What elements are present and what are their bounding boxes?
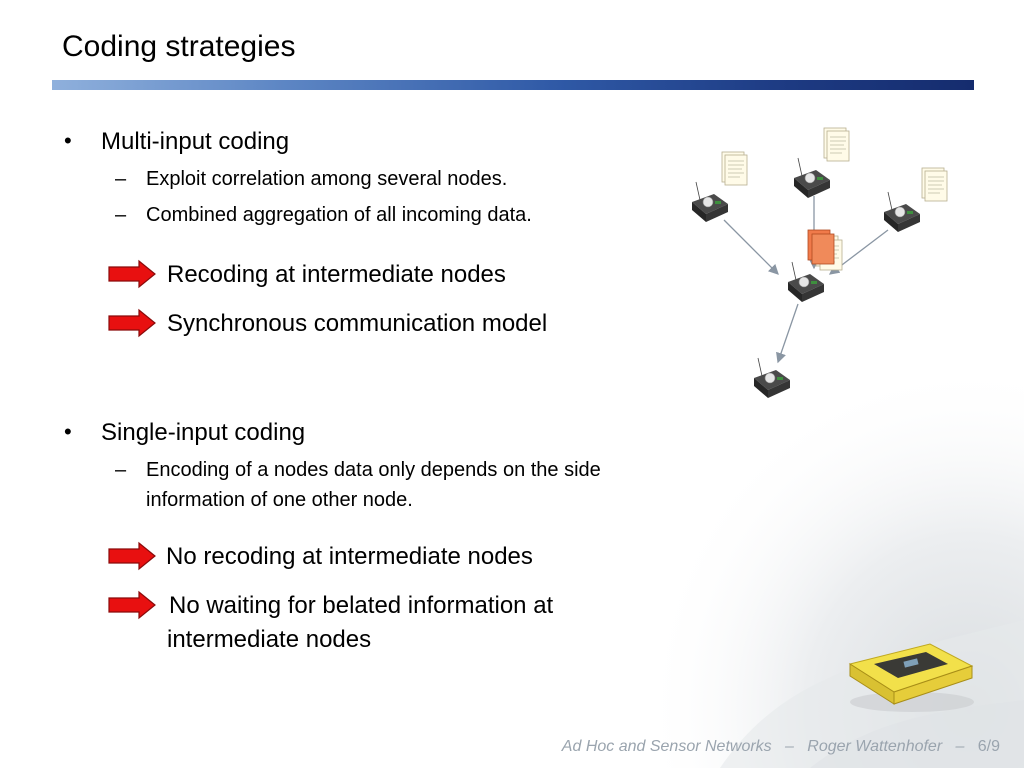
arrow-item: No waiting for belated information at: [169, 592, 554, 619]
red-arrow-icon: [108, 308, 156, 338]
document-icon: [823, 127, 850, 162]
dash: –: [115, 204, 127, 226]
document-icon: [807, 229, 843, 271]
sub-item-continued: information of one other node.: [146, 489, 413, 511]
sensor-node-icon: [691, 181, 729, 223]
sub-item: Exploit correlation among several nodes.: [146, 168, 508, 190]
dash: –: [115, 168, 127, 190]
bullet-multi-input: Multi-input coding: [101, 128, 290, 155]
document-icon: [721, 151, 748, 186]
slide-title: Coding strategies: [62, 30, 296, 63]
footer-separator: –: [955, 738, 965, 755]
arrow-item: Recoding at intermediate nodes: [167, 261, 506, 288]
sub-item: Combined aggregation of all incoming dat…: [146, 204, 532, 226]
bullet-dot: •: [64, 419, 72, 444]
arrow-item: Synchronous communication model: [167, 310, 548, 337]
sensor-node-icon: [753, 357, 791, 399]
document-icon: [921, 167, 948, 202]
bullet-single-input: Single-input coding: [101, 419, 306, 446]
sub-item: Encoding of a nodes data only depends on…: [146, 459, 601, 481]
slide-footer: Ad Hoc and Sensor Networks – Roger Watte…: [562, 738, 1000, 756]
sensor-device-photo: [848, 643, 974, 712]
footer-author: Roger Wattenhofer: [807, 738, 943, 755]
red-arrow-icon: [108, 541, 156, 571]
red-arrow-icon: [108, 259, 156, 289]
bullet-dot: •: [64, 128, 72, 153]
red-arrow-icon: [108, 590, 156, 620]
arrow-item: No recoding at intermediate nodes: [166, 543, 533, 570]
sensor-node-icon: [883, 191, 921, 233]
sensor-node-icon: [787, 261, 825, 303]
dash: –: [115, 459, 127, 481]
sensor-network-diagram: [691, 127, 948, 399]
sensor-node-icon: [793, 157, 831, 199]
page-number: 6/9: [977, 738, 1000, 755]
title-underline-bar: [52, 80, 974, 90]
footer-separator: –: [785, 738, 794, 755]
footer-course: Ad Hoc and Sensor Networks: [561, 738, 772, 755]
arrow-item-continued: intermediate nodes: [167, 626, 372, 653]
